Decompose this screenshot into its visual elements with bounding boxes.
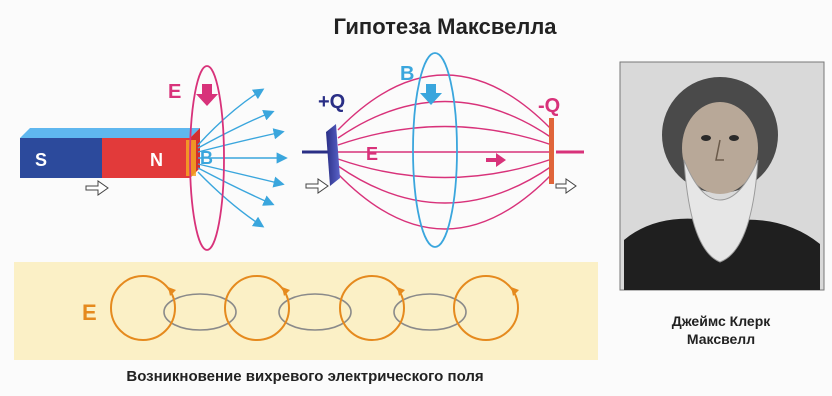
coil-contact (186, 140, 196, 176)
maxwell-portrait (619, 61, 825, 291)
motion-arrow-icon (555, 178, 577, 194)
magnet-field-e-label: E (168, 81, 181, 103)
portrait-name-line1: Джеймс Клерк (671, 313, 771, 329)
diagram-caption: Возникновение вихревого электрического п… (126, 368, 484, 385)
magnet-top-face (20, 128, 200, 138)
portrait-nose (715, 139, 724, 161)
negative-plate (549, 118, 554, 184)
motion-arrow-icon (305, 178, 329, 194)
electric-field-loop (189, 65, 225, 251)
page-title: Гипотеза Максвелла (333, 14, 557, 39)
portrait-eye-right (729, 135, 739, 141)
arrow-right-icon (486, 153, 506, 167)
capacitor-field-e-label: E (366, 144, 378, 164)
arrow-down-icon (196, 84, 218, 106)
magnet-diagram: S N E B (20, 65, 288, 251)
portrait-face (682, 102, 758, 194)
vortex-panel: E (14, 262, 598, 360)
magnet-north-pole (102, 138, 190, 178)
portrait-name-line2: Максвелл (686, 331, 756, 347)
capacitor-plus-label: +Q (318, 91, 345, 113)
portrait-eye-left (701, 135, 711, 141)
magnet-south-pole (20, 138, 102, 178)
magnetic-field-loop (412, 52, 458, 248)
positive-plate (326, 124, 340, 186)
capacitor-minus-label: -Q (538, 95, 560, 117)
capacitor-diagram: +Q -Q B E (302, 52, 584, 248)
vortex-panel-background (14, 262, 598, 360)
electric-vortex-rings (110, 275, 519, 341)
arrow-down-icon (420, 84, 442, 105)
vortex-field-e-label: E (82, 300, 97, 325)
capacitor-field-b-label: B (400, 63, 414, 85)
magnet-south-label: S (35, 150, 47, 170)
capacitor-field-lines (337, 74, 553, 230)
magnet-north-label: N (150, 150, 163, 170)
magnetic-field-lines (197, 88, 288, 228)
magnetic-connection-loops (163, 293, 467, 331)
portrait-caption: Джеймс Клерк Максвелл (626, 312, 816, 348)
ring-direction-markers (168, 287, 519, 296)
portrait-beard (683, 159, 759, 263)
magnet-field-b-label: B (200, 148, 213, 168)
motion-arrow-icon (85, 180, 109, 196)
